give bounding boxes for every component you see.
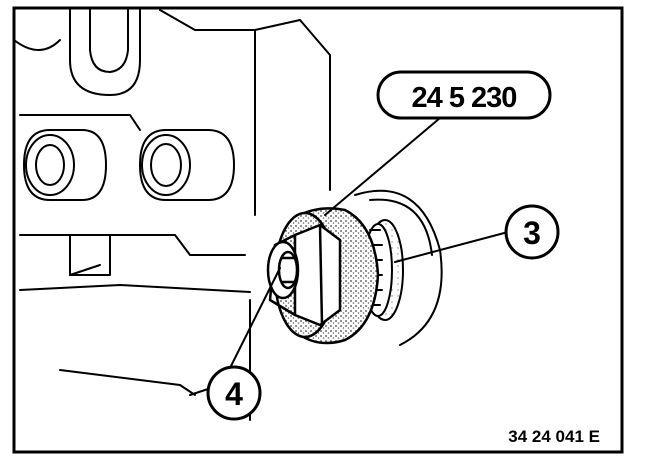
leader-4 xyxy=(229,267,281,369)
figure-frame xyxy=(12,6,624,454)
bolt-boss-left xyxy=(23,129,107,201)
leader-3 xyxy=(394,231,509,263)
leader-tool xyxy=(324,117,441,216)
leader-lines xyxy=(229,117,509,369)
callout-3-label: 3 xyxy=(523,215,541,251)
threaded-stud xyxy=(266,240,300,300)
tool-number-label: 24 5 230 xyxy=(412,82,517,114)
callout-tool-number: 24 5 230 xyxy=(376,70,552,120)
pump-housing xyxy=(13,9,331,421)
figure-code: 34 24 041 E xyxy=(508,427,600,446)
callout-4-label: 4 xyxy=(225,376,243,412)
callout-3: 3 xyxy=(504,204,560,260)
callout-4: 4 xyxy=(206,365,262,421)
hex-nut xyxy=(268,223,342,327)
bolt-boss-center xyxy=(139,129,235,201)
